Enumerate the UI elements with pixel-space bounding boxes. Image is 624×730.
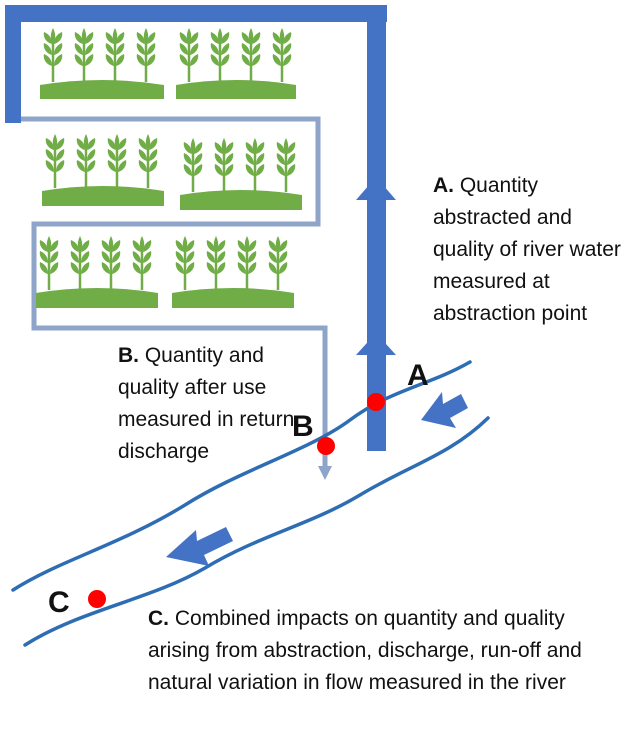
caption-c-text: Combined impacts on quantity and quality… (148, 607, 582, 694)
caption-b: B. Quantity and quality after use measur… (118, 340, 318, 468)
crop-field (172, 234, 294, 308)
measurement-point-a (367, 393, 385, 411)
discharge-down-arrow-icon (318, 466, 332, 480)
caption-a-text: Quantity abstracted and quality of river… (433, 174, 621, 325)
point-letter-b: B (292, 410, 314, 443)
crop-field (40, 26, 164, 99)
caption-b-prefix: B. (118, 344, 139, 367)
measurement-point-c (88, 590, 106, 608)
flow-arrow-icon (166, 527, 233, 566)
pipe-up-arrow-icon (356, 333, 396, 355)
crop-fields (36, 26, 302, 308)
caption-c-prefix: C. (148, 607, 169, 630)
abstraction-pipe (5, 5, 396, 451)
crop-field (36, 234, 158, 308)
measurement-point-b (317, 437, 335, 455)
point-letter-a: A (407, 359, 429, 392)
crop-field (42, 132, 164, 206)
crop-field (180, 136, 302, 210)
caption-b-text: Quantity and quality after use measured … (118, 344, 295, 463)
flow-arrow-icon (421, 392, 468, 428)
river (11, 360, 490, 647)
river-bank-lower (23, 416, 490, 647)
return-pipe (21, 116, 328, 466)
point-letter-c: C (48, 586, 70, 619)
caption-a: A. Quantity abstracted and quality of ri… (433, 170, 623, 330)
pipe-up-arrow-icon (356, 177, 396, 200)
caption-a-prefix: A. (433, 174, 454, 197)
crop-field (176, 26, 296, 99)
flow-arrows (166, 392, 468, 566)
caption-c: C. Combined impacts on quantity and qual… (148, 603, 624, 699)
river-bank-upper (11, 360, 472, 592)
